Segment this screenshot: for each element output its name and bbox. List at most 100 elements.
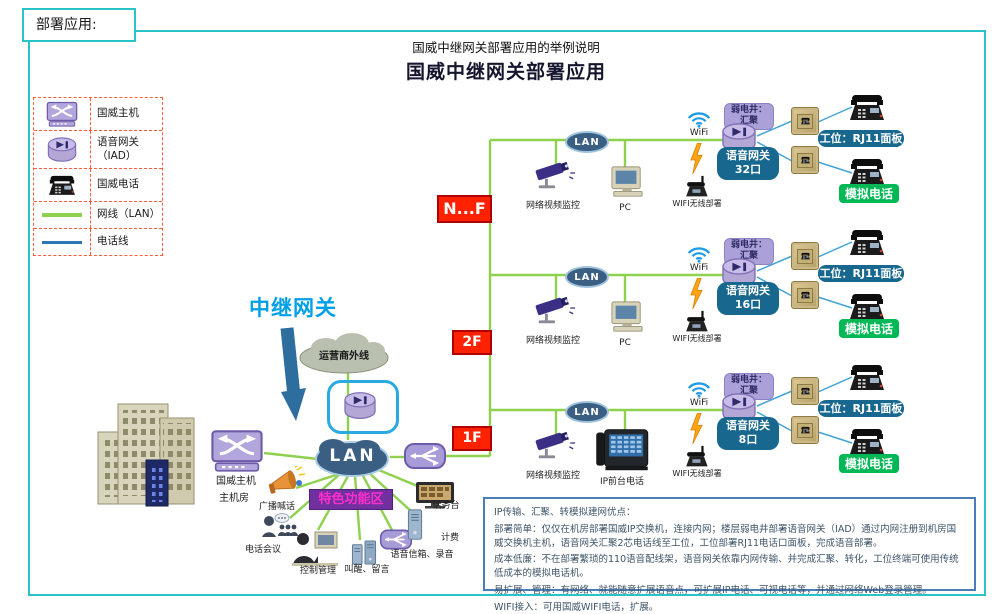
voice-gateway-ports: 32口 [734,163,762,177]
carrier-cloud-icon [299,333,389,374]
plate-phone-icon [800,252,810,260]
carrier-cloud-label: 运营商外线 [319,351,369,362]
panel-label: 工位：RJ11面板 [818,265,904,282]
analog-phone-icon [850,365,884,390]
feature-zone-label: 特色功能区 [309,489,393,510]
analog-phone-icon [49,175,75,195]
megaphone-icon [266,466,306,495]
camera-label: 网络视频监控 [525,336,580,346]
camera-icon [533,429,577,460]
legend-row: 电话线 [34,229,162,255]
analog-phone-icon [850,294,884,319]
plate-phone-icon [800,426,810,434]
lan-cloud-icon [315,439,389,477]
ip-phone-icon [595,429,649,471]
rj11-plate [791,416,819,444]
wireless-deploy-label: WIFI无线部署 [672,334,722,343]
feature-label: 话务台 [432,501,460,511]
camera-label: 网络视频监控 [525,471,580,481]
voice-gateway-text: 语音网关 [726,284,770,297]
ip-phone-label: IP前台电话 [599,477,645,487]
rj11-plate [791,146,819,174]
floor-label: 1F [452,426,492,451]
page-title: 国威中继网关部署应用 [405,61,606,83]
floor-section-nf: N...F LAN 网络视频监控 PC WiFi WIFI无线部署 弱电井：汇聚… [425,95,935,235]
feature-label: 计费 [440,533,459,543]
server-towers-icon [351,540,377,565]
voice-gateway-label: 语音网关 8口 [717,417,779,450]
notes-box: IP传输、汇聚、转模拟建网优点： 部署简单：仅仅在机房部署国威IP交换机，连接内… [483,497,976,613]
analog-phone-label: 模拟电话 [839,319,900,338]
wifi-label: WiFi [689,398,709,408]
voice-gateway-text: 语音网关 [726,419,770,432]
rj11-plate [791,107,819,135]
analog-phone-label: 模拟电话 [839,184,900,203]
wifi-phone-icon [686,310,708,332]
analog-phone-icon [850,95,884,120]
pc-icon [611,301,643,332]
camera-icon [533,159,577,190]
operator-at-pc-icon [291,531,339,567]
note-line: 部署简单：仅仅在机房部署国威IP交换机，连接内网；楼层弱电井部署语音网关（IAD… [494,523,957,549]
callout-arrow-icon [280,327,306,421]
camera-icon [533,294,577,325]
plate-phone-icon [800,387,810,395]
legend-label: 电话线 [97,235,129,248]
wireless-deploy-label: WIFI无线部署 [672,469,722,478]
wifi-icon [687,247,711,263]
host-room-label: 主机房 [219,493,249,504]
core-lan-label: LAN [329,446,377,466]
trunk-gateway-callout: 中继网关 [249,296,337,320]
diagram-frame [28,30,986,596]
wifi-label: WiFi [689,128,709,138]
note-line: 易扩展、管理：有网络、就能随意扩展语音点，可扩展IP电话、可视电话等，并通过网络… [494,584,932,596]
rj11-plate [791,377,819,405]
legend-label: 语音网关（IAD） [97,136,139,162]
host-switch-icon [210,429,264,473]
panel-label: 工位：RJ11面板 [818,130,904,147]
plate-phone-icon [800,156,810,164]
floor-lan-node: LAN [565,266,609,288]
lan-line-sample [42,213,82,217]
analog-phone-icon [850,159,884,184]
floor-lan-node: LAN [565,131,609,153]
section-tab: 部署应用: [22,8,136,42]
voice-gateway-ports: 8口 [738,433,758,447]
voice-gateway-label: 语音网关 16口 [717,282,779,315]
legend-row: 语音网关（IAD） [34,131,162,169]
plate-phone-icon [800,291,810,299]
wifi-icon [687,382,711,398]
wifi-phone-icon [686,445,708,467]
legend-label: 网线（LAN） [97,208,161,221]
analog-phone-label: 模拟电话 [839,454,900,473]
legend-row: 网线（LAN） [34,202,162,229]
floor-section-1f: 1F LAN 网络视频监控 IP前台电话 WiFi WIFI无线部署 弱电井：汇… [425,365,935,505]
switch-icon [46,101,78,128]
trunk-gateway-box [327,380,399,434]
camera-label: 网络视频监控 [525,201,580,211]
buildings-icon [97,403,195,507]
floor-label: 2F [452,330,492,355]
host-label: 国威主机 [216,476,256,487]
wifi-phone-icon [686,175,708,197]
feature-label: 语音信箱、录音 [390,550,454,560]
router-icon [403,442,447,470]
legend: 国威主机 语音网关（IAD） 国威电话 网线（LAN） 电话线 [33,97,163,256]
analog-phone-icon [850,429,884,454]
feature-label: 电话会议 [244,545,281,555]
legend-label: 国威电话 [97,178,139,191]
diagram-subtitle: 国威中继网关部署应用的举例说明 [412,40,600,55]
analog-phone-icon [850,230,884,255]
wifi-label: WiFi [689,263,709,273]
tel-line-sample [42,240,82,244]
wireless-deploy-label: WIFI无线部署 [672,199,722,208]
voice-gateway-label: 语音网关 32口 [717,147,779,180]
lightning-icon [690,143,703,175]
voice-gateway-ports: 16口 [734,298,762,312]
note-line: IP传输、汇聚、转模拟建网优点： [494,507,636,518]
floor-label: N...F [437,195,492,223]
legend-row: 国威电话 [34,169,162,202]
billing-server-icon [407,509,423,540]
feature-label: 广播喊话 [258,502,295,512]
